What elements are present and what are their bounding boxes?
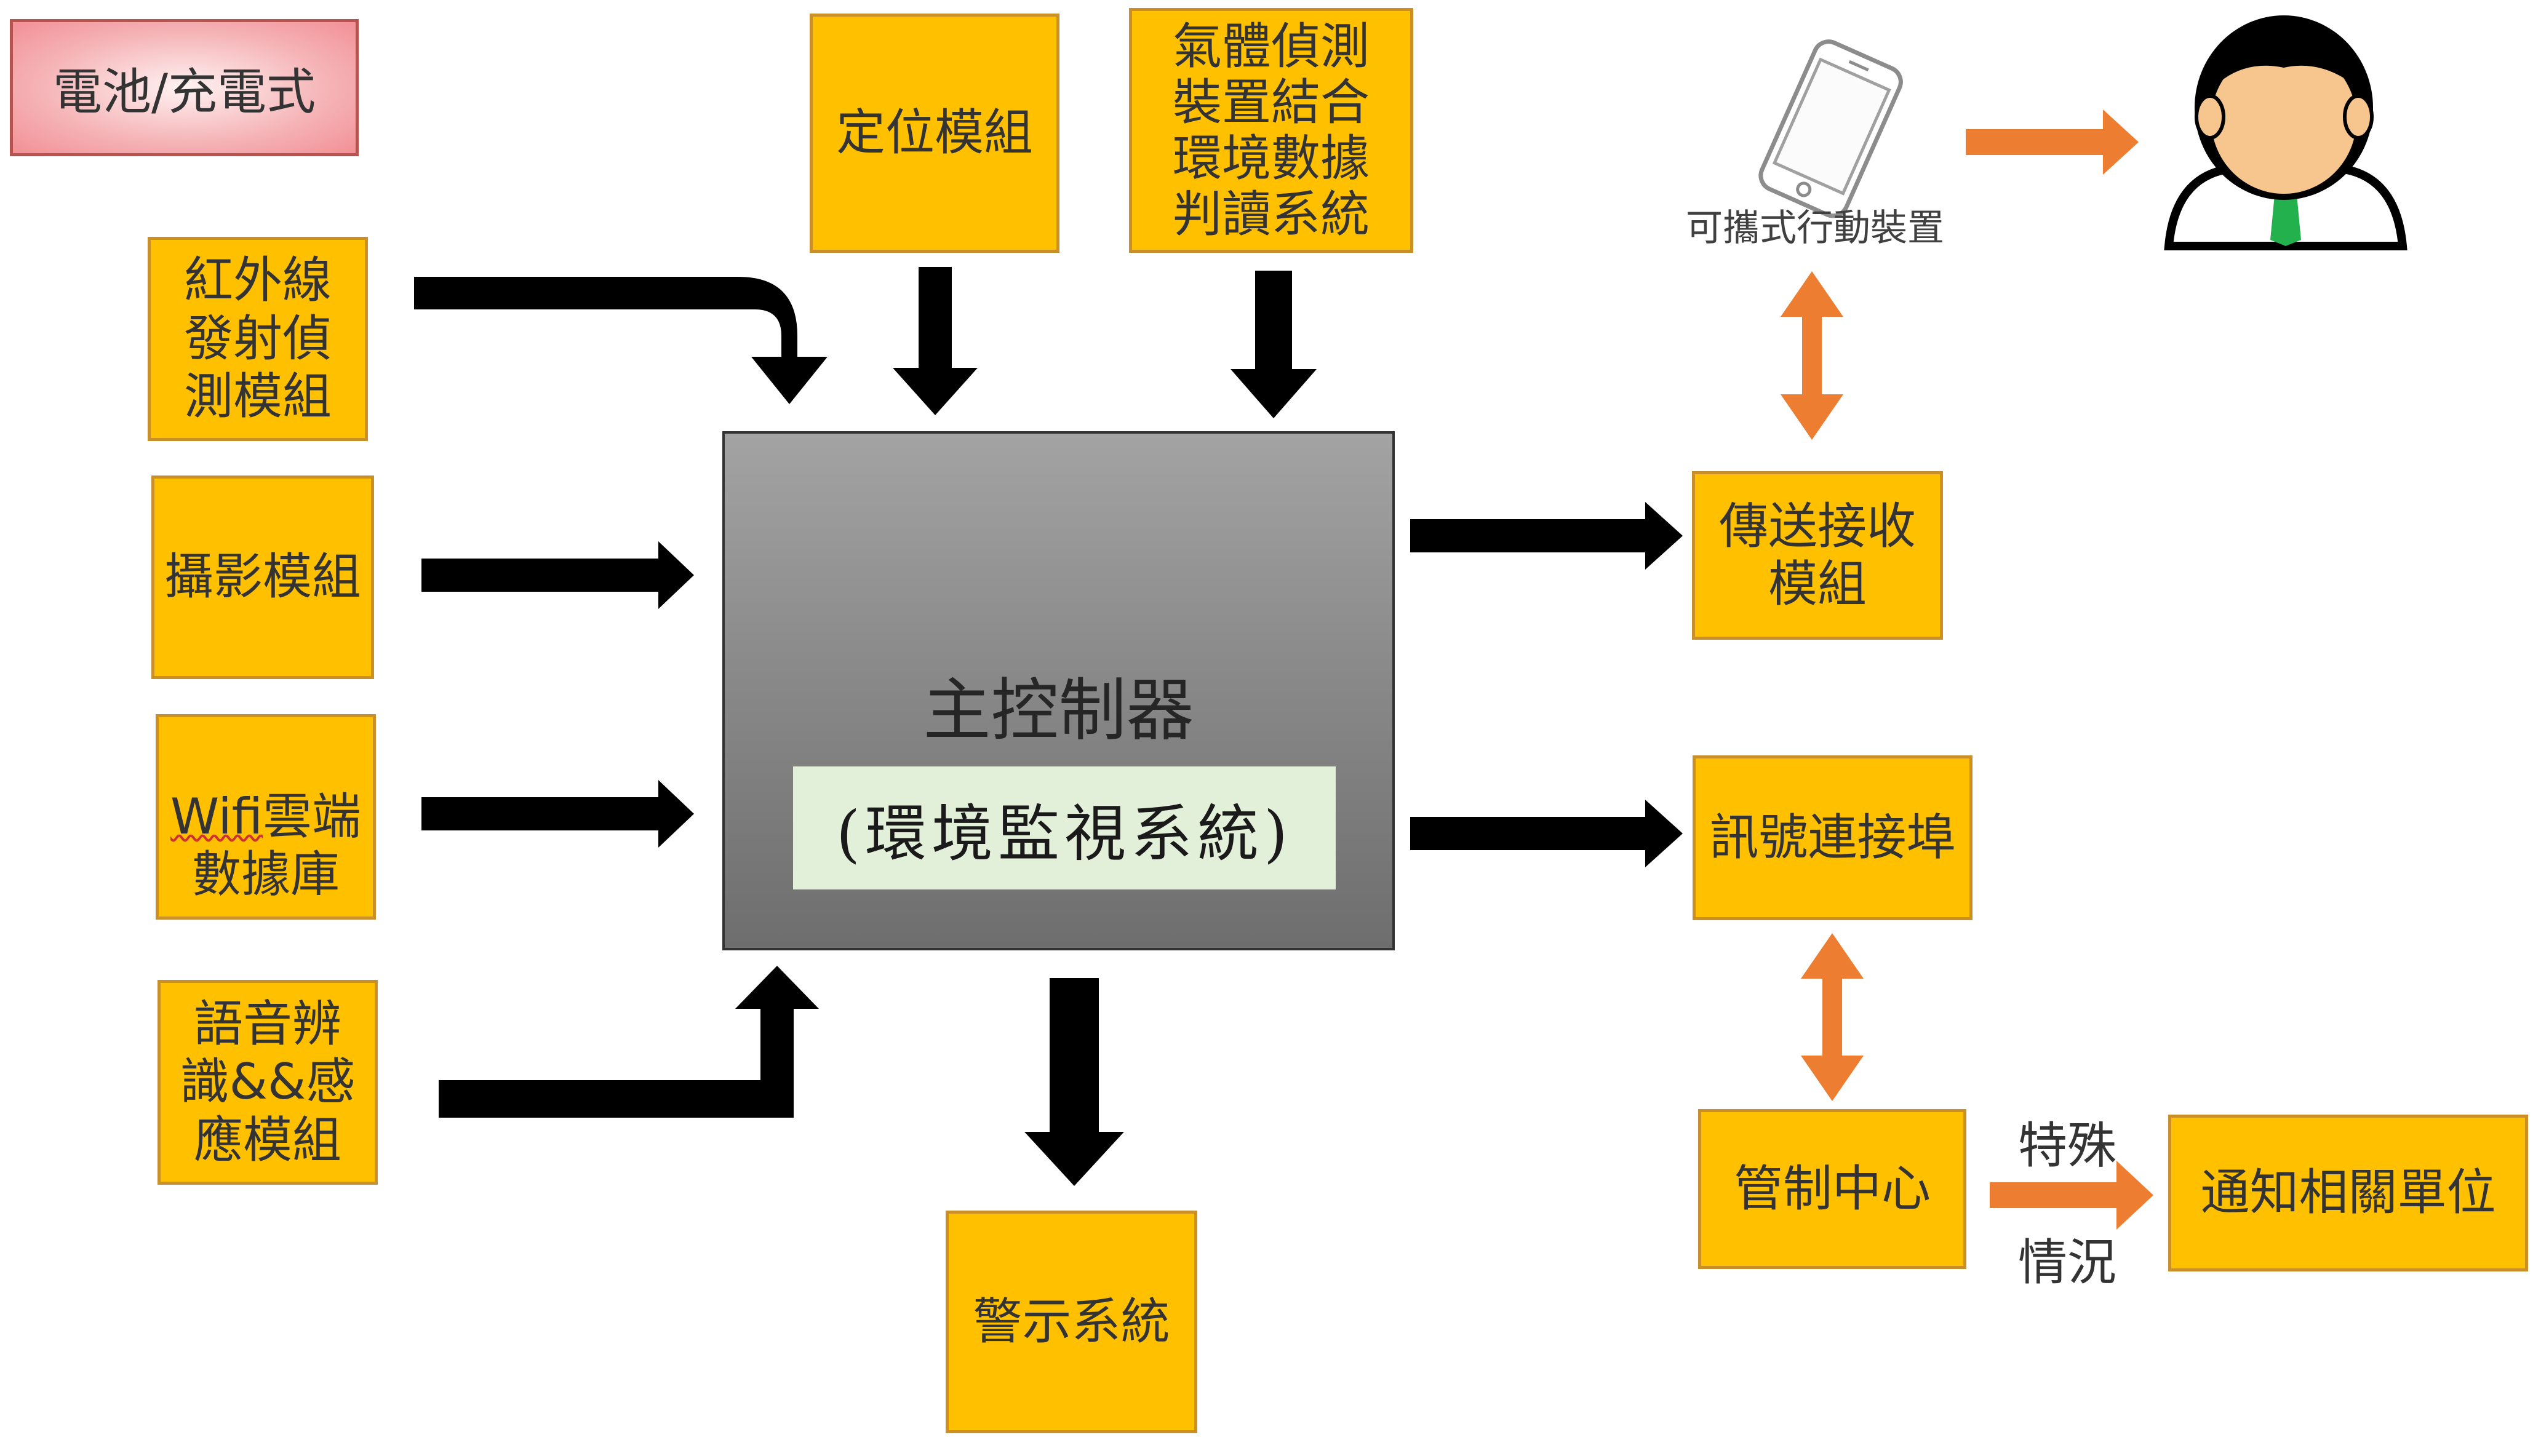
- positioning-module-label: 定位模組: [836, 104, 1033, 162]
- gas-detection-system-box: 氣體偵測 裝置結合 環境數據 判讀系統: [1129, 8, 1413, 253]
- alarm-system-label: 警示系統: [973, 1292, 1170, 1350]
- main-controller-box: 主控制器 (環境監視系統): [722, 431, 1395, 950]
- control-center-label: 管制中心: [1734, 1160, 1931, 1217]
- wifi-cloud-rest: 雲端 數據庫: [192, 787, 361, 904]
- battery-label: 電池/充電式: [53, 63, 316, 121]
- arrow-camera-to-main: [421, 541, 694, 609]
- signal-port-box: 訊號連接埠: [1693, 755, 1973, 920]
- transceiver-module-label: 傳送接收 模組: [1719, 497, 1916, 613]
- special-label: 特殊: [2018, 1117, 2116, 1174]
- arrow-positioning-to-main: [893, 267, 978, 415]
- arrow-infrared-to-main: [414, 277, 828, 404]
- notify-units-label: 通知相關單位: [2200, 1164, 2496, 1222]
- arrow-mobile-to-person: [1966, 109, 2139, 175]
- transceiver-module-box: 傳送接收 模組: [1692, 471, 1943, 640]
- wifi-cloud-database-box: Wifi雲端 數據庫: [156, 714, 376, 920]
- arrow-signal-control-bidirectional: [1801, 933, 1864, 1101]
- arrow-main-to-alarm: [1024, 978, 1124, 1186]
- control-center-box: 管制中心: [1698, 1109, 1966, 1269]
- voice-recognition-module-box: 語音辨 識&&感 應模組: [158, 980, 378, 1185]
- camera-module-label: 攝影模組: [164, 548, 361, 606]
- person-icon: [2164, 15, 2407, 250]
- wifi-text: Wifi: [170, 787, 263, 845]
- situation-label: 情況: [2018, 1234, 2116, 1291]
- arrow-main-to-signal-port: [1410, 800, 1683, 867]
- gas-detection-system-label: 氣體偵測 裝置結合 環境數據 判讀系統: [1173, 17, 1370, 244]
- environment-monitoring-system-label: (環境監視系統): [793, 766, 1336, 889]
- battery-charging-box: 電池/充電式: [10, 19, 359, 156]
- arrow-control-to-notify: [1990, 1161, 2153, 1230]
- arrow-main-to-transceiver: [1410, 502, 1683, 570]
- arrow-mobile-transceiver-bidirectional: [1781, 271, 1843, 440]
- main-controller-title: 主控制器: [923, 671, 1194, 750]
- positioning-module-box: 定位模組: [810, 14, 1059, 253]
- arrow-wifi-to-main: [421, 780, 694, 848]
- arrow-gas-to-main: [1231, 271, 1317, 418]
- phone-icon: [1758, 39, 1903, 218]
- alarm-system-box: 警示系統: [946, 1211, 1197, 1433]
- voice-recognition-module-label: 語音辨 識&&感 應模組: [180, 995, 356, 1169]
- wifi-cloud-database-label: Wifi雲端 數據庫: [170, 730, 361, 904]
- mobile-device-label: 可攜式行動裝置: [1686, 207, 1944, 250]
- infrared-module-box: 紅外線 發射偵 測模組: [148, 237, 368, 441]
- notify-units-box: 通知相關單位: [2168, 1115, 2528, 1271]
- infrared-module-label: 紅外線 發射偵 測模組: [184, 252, 332, 426]
- camera-module-box: 攝影模組: [151, 475, 374, 679]
- arrow-voice-to-main: [439, 966, 819, 1118]
- signal-port-label: 訊號連接埠: [1709, 808, 1956, 866]
